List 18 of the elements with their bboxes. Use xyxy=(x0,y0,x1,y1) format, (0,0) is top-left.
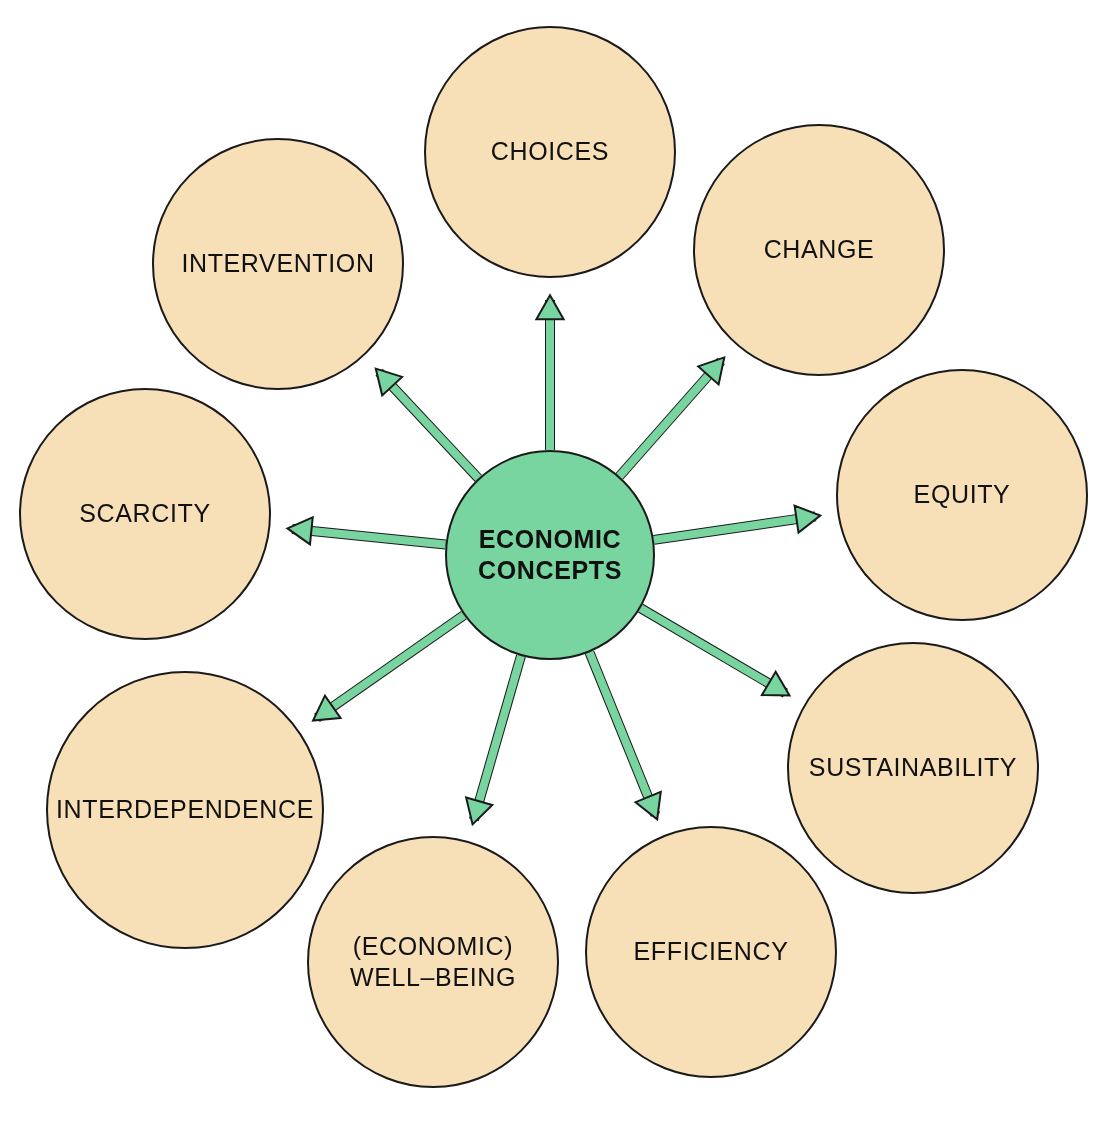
concept-label: CHOICES xyxy=(490,136,610,168)
concept-label: SUSTAINABILITY xyxy=(808,752,1018,784)
arrow xyxy=(312,611,467,722)
concept-label: (ECONOMIC) WELL–BEING xyxy=(349,930,517,993)
concept-label: SCARCITY xyxy=(79,498,211,530)
arrow xyxy=(286,516,447,550)
arrow xyxy=(465,654,526,826)
arrow xyxy=(615,356,726,480)
concept-label: EFFICIENCY xyxy=(633,936,789,968)
arrow xyxy=(535,294,565,450)
arrow xyxy=(374,367,482,482)
arrow xyxy=(584,650,662,821)
arrow xyxy=(638,603,791,698)
concept-label: CHANGE xyxy=(763,234,875,266)
concept-label: INTERVENTION xyxy=(181,248,375,280)
concept-label: INTERDEPENDENCE xyxy=(56,794,314,826)
central-label: ECONOMIC CONCEPTS xyxy=(477,523,623,586)
concept-label: EQUITY xyxy=(913,479,1011,511)
